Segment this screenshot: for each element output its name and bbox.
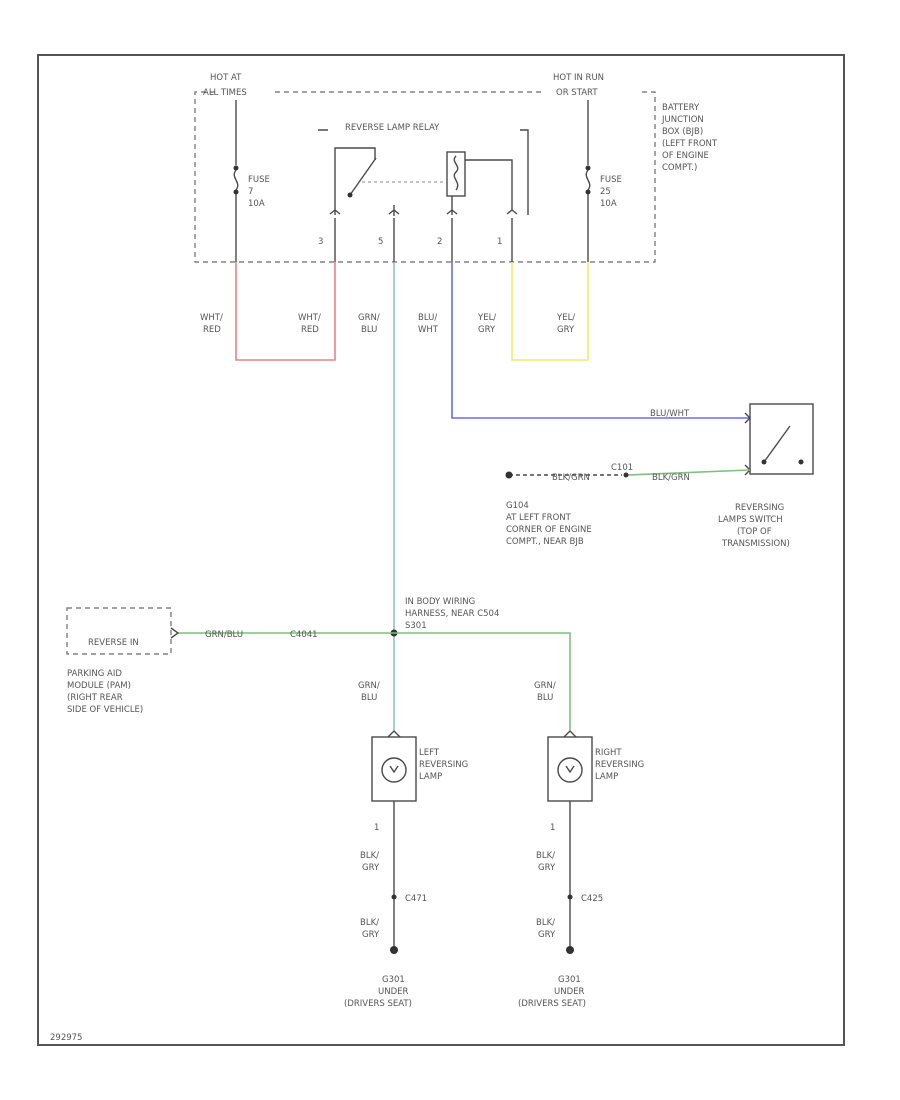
relay-pin-2-terminal — [446, 209, 458, 215]
switch-blade — [763, 425, 791, 463]
ground-g104-symbol — [505, 471, 513, 479]
relay-pin-3: 3 — [318, 237, 323, 247]
parking-aid-module — [66, 607, 172, 655]
hot-in-run-label-2: OR START — [556, 88, 598, 98]
wire-label-grn-blu-pam: GRN/BLU — [205, 630, 243, 640]
relay-label: REVERSE LAMP RELAY — [345, 123, 440, 133]
right-reversing-lamp — [547, 736, 593, 802]
wire-label-yel-gry-2: YEL/GRY — [556, 313, 575, 335]
right-ground-g301 — [566, 946, 574, 954]
wire-label-blu-wht-switch: BLU/WHT — [650, 409, 690, 419]
wire-label-blk-grn: BLK/GRN — [552, 473, 590, 483]
connector-c101 — [623, 472, 629, 478]
fuse-7-label: FUSE 7 10A — [248, 175, 273, 209]
switch-contact — [798, 459, 804, 465]
relay-coil-wire — [465, 159, 513, 210]
reversing-lamps-switch-label: REVERSING LAMPS SWITCH (TOP OF TRANSMISS… — [718, 503, 790, 549]
relay-pin-1: 1 — [497, 237, 502, 247]
connector-c101-label: C101 — [611, 463, 633, 473]
pam-reverse-in-label: REVERSE IN — [88, 638, 139, 648]
left-lamp-filament — [389, 765, 399, 774]
fuse-25-terminal-top — [585, 165, 591, 171]
connector-c425 — [567, 894, 573, 900]
wire-label-blu-wht: BLU/WHT — [418, 313, 439, 335]
left-lamp-terminal — [387, 730, 401, 738]
pam-terminal — [170, 627, 180, 639]
relay-switch-pivot — [347, 192, 353, 198]
wire-label-wht-red-1: WHT/RED — [200, 313, 223, 335]
ground-g104-label: G104 AT LEFT FRONT CORNER OF ENGINE COMP… — [506, 501, 594, 547]
relay-bracket — [318, 129, 529, 215]
left-lamp-wire-top-label: BLK/GRY — [360, 851, 380, 873]
relay-coil-winding — [453, 155, 459, 191]
hot-at-all-times-label-2: ALL TIMES — [203, 88, 247, 98]
parking-aid-module-label: PARKING AID MODULE (PAM) (RIGHT REAR SID… — [67, 669, 143, 715]
fuse-25-element — [585, 169, 591, 191]
relay-pin-5-terminal — [388, 209, 400, 215]
left-lamp-bulb — [381, 757, 407, 783]
right-lamp-filament — [565, 765, 575, 774]
right-lamp-feed-wire-label: GRN/BLU — [534, 681, 556, 703]
relay-pin-2: 2 — [437, 237, 442, 247]
left-ground-g301-label: G301 UNDER (DRIVERS SEAT) — [344, 975, 412, 1009]
battery-junction-box-outline — [194, 91, 656, 263]
connector-c471 — [391, 894, 397, 900]
fuse-7-terminal-top — [233, 165, 239, 171]
left-lamp-feed-wire-label: GRN/BLU — [358, 681, 380, 703]
left-reversing-lamp-label: LEFT REVERSING LAMP — [419, 748, 471, 782]
wire-label-grn-blu: GRN/BLU — [358, 313, 380, 335]
fuse-7-terminal-bottom — [233, 189, 239, 195]
left-lamp-wire-bottom-label: BLK/GRY — [360, 918, 380, 940]
relay-switch-arm — [349, 157, 377, 196]
fuse-25-label: FUSE 25 10A — [600, 175, 625, 209]
wire-yel-gry — [511, 262, 589, 361]
right-lamp-wire-bottom-label: BLK/GRY — [536, 918, 556, 940]
right-lamp-bulb — [557, 757, 583, 783]
wire-label-blk-grn-2: BLK/GRN — [652, 473, 690, 483]
switch-pivot — [761, 459, 767, 465]
right-lamp-terminal — [563, 730, 577, 738]
reversing-lamps-switch — [749, 403, 814, 475]
splice-s301-label: IN BODY WIRING HARNESS, NEAR C504 S301 — [405, 597, 502, 631]
hot-in-run-label: HOT IN RUN — [553, 73, 604, 83]
wire-label-wht-red-2: WHT/RED — [298, 313, 321, 335]
relay-pin-1-terminal — [506, 209, 518, 215]
right-lamp-pin: 1 — [550, 823, 555, 833]
left-reversing-lamp — [371, 736, 417, 802]
diagram-frame — [37, 54, 845, 1046]
fuse-7-element — [233, 169, 239, 191]
left-lamp-pin: 1 — [374, 823, 379, 833]
relay-pin-3-terminal — [329, 209, 341, 215]
connector-c471-label: C471 — [405, 894, 427, 904]
fuse-25-terminal-bottom — [585, 189, 591, 195]
diagram-id: 292975 — [50, 1033, 82, 1043]
hot-at-all-times-label: HOT AT — [210, 73, 242, 83]
relay-switch-contact — [334, 147, 376, 215]
battery-junction-box-label: BATTERY JUNCTION BOX (BJB) (LEFT FRONT O… — [661, 103, 720, 173]
wire-blu-wht — [451, 262, 750, 419]
wire-grn-blu-to-right-lamp — [394, 632, 571, 730]
connector-c425-label: C425 — [581, 894, 603, 904]
wire-blk-grn-switch — [627, 469, 751, 476]
wire-label-yel-gry-1: YEL/GRY — [477, 313, 496, 335]
wire-wht-red — [235, 262, 336, 361]
right-reversing-lamp-label: RIGHT REVERSING LAMP — [595, 748, 647, 782]
connector-c4041-label: C4041 — [290, 630, 318, 640]
left-ground-g301 — [390, 946, 398, 954]
relay-pin-5: 5 — [378, 237, 383, 247]
right-lamp-wire-top-label: BLK/GRY — [536, 851, 556, 873]
right-ground-g301-label: G301 UNDER (DRIVERS SEAT) — [518, 975, 587, 1009]
relay-coil — [446, 151, 466, 197]
